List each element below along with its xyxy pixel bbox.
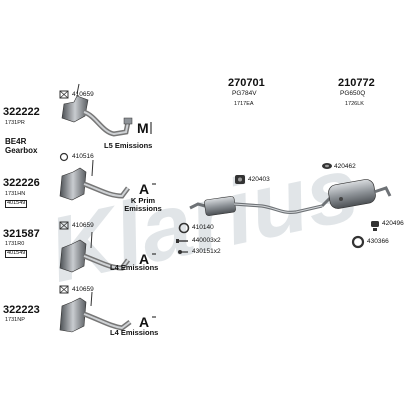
part-number-210772: 210772 bbox=[338, 77, 375, 89]
emissions-label-row3: L4 Emissions bbox=[110, 263, 159, 272]
sensor-icon-row2 bbox=[59, 152, 69, 162]
fitting-420462-label: 420462 bbox=[334, 163, 356, 170]
fitting-410140-icon bbox=[178, 222, 190, 234]
part-number-322226: 322226 bbox=[3, 177, 40, 189]
emissions-label-row2: K Prim Emissions bbox=[124, 196, 162, 213]
m-mark-icon: M bbox=[137, 120, 152, 136]
box-ref-row2: 401549 bbox=[5, 200, 28, 208]
fitting-430366-label: 430366 bbox=[367, 238, 389, 245]
part-number-322222: 322222 bbox=[3, 106, 40, 118]
ref-1731NP: 1731NP bbox=[5, 317, 25, 323]
sensor-410659-row3: 410659 bbox=[72, 222, 94, 229]
emissions-label-row4: L4 Emissions bbox=[110, 328, 159, 337]
svg-text:A: A bbox=[139, 181, 149, 197]
a-mark-icon-row2: A bbox=[139, 181, 156, 197]
sensor-410659-row1: 410659 bbox=[72, 91, 94, 98]
svg-text:A: A bbox=[139, 314, 149, 330]
fitting-440003-icon bbox=[176, 239, 188, 243]
ref-1731PR: 1731PR bbox=[5, 120, 25, 126]
fitting-420496-label: 420496 bbox=[382, 220, 404, 227]
fitting-430151-label: 430151x2 bbox=[192, 248, 221, 255]
part-number-322223: 322223 bbox=[3, 304, 40, 316]
ref-1726LK: 1726LK bbox=[345, 101, 364, 107]
fitting-420462-icon bbox=[322, 163, 332, 169]
emissions-label-row1: L5 Emissions bbox=[104, 141, 153, 150]
a-mark-icon-row3: A bbox=[139, 251, 156, 267]
svg-text:A: A bbox=[139, 251, 149, 267]
sensor-icon-row3 bbox=[59, 221, 69, 230]
fitting-420496-icon bbox=[371, 221, 379, 231]
converter-322222 bbox=[61, 83, 133, 137]
ref-1717EA: 1717EA bbox=[234, 101, 254, 107]
alt-PG784V: PG784V bbox=[232, 90, 257, 97]
box-ref-row3: 401549 bbox=[5, 250, 28, 258]
sensor-icon-row1 bbox=[59, 90, 69, 99]
rear-silencer bbox=[320, 179, 392, 209]
part-number-321587: 321587 bbox=[3, 228, 40, 240]
sensor-410516-row2: 410516 bbox=[72, 153, 94, 160]
converter-322226 bbox=[59, 159, 130, 201]
fitting-420403-label: 420403 bbox=[248, 176, 270, 183]
converter-322223 bbox=[59, 291, 132, 333]
fitting-440003-label: 440003x2 bbox=[192, 237, 221, 244]
fitting-410140-label: 410140 bbox=[192, 224, 214, 231]
ref-1731R0: 1731R0 bbox=[5, 241, 25, 247]
svg-text:M: M bbox=[137, 120, 149, 136]
gearbox-label: BE4R Gearbox bbox=[5, 137, 38, 155]
intermediate-pipe bbox=[189, 196, 323, 216]
fitting-430151-icon bbox=[178, 250, 188, 254]
ref-1731HN: 1731HN bbox=[5, 191, 26, 197]
sensor-410659-row4: 410659 bbox=[72, 286, 94, 293]
alt-PG650Q: PG650Q bbox=[340, 90, 366, 97]
part-number-270701: 270701 bbox=[228, 77, 265, 89]
a-mark-icon-row4: A bbox=[139, 314, 156, 330]
fitting-420403-icon bbox=[235, 175, 245, 184]
fitting-430366-icon bbox=[351, 235, 365, 249]
sensor-icon-row4 bbox=[59, 285, 69, 294]
converter-321587 bbox=[59, 231, 130, 273]
